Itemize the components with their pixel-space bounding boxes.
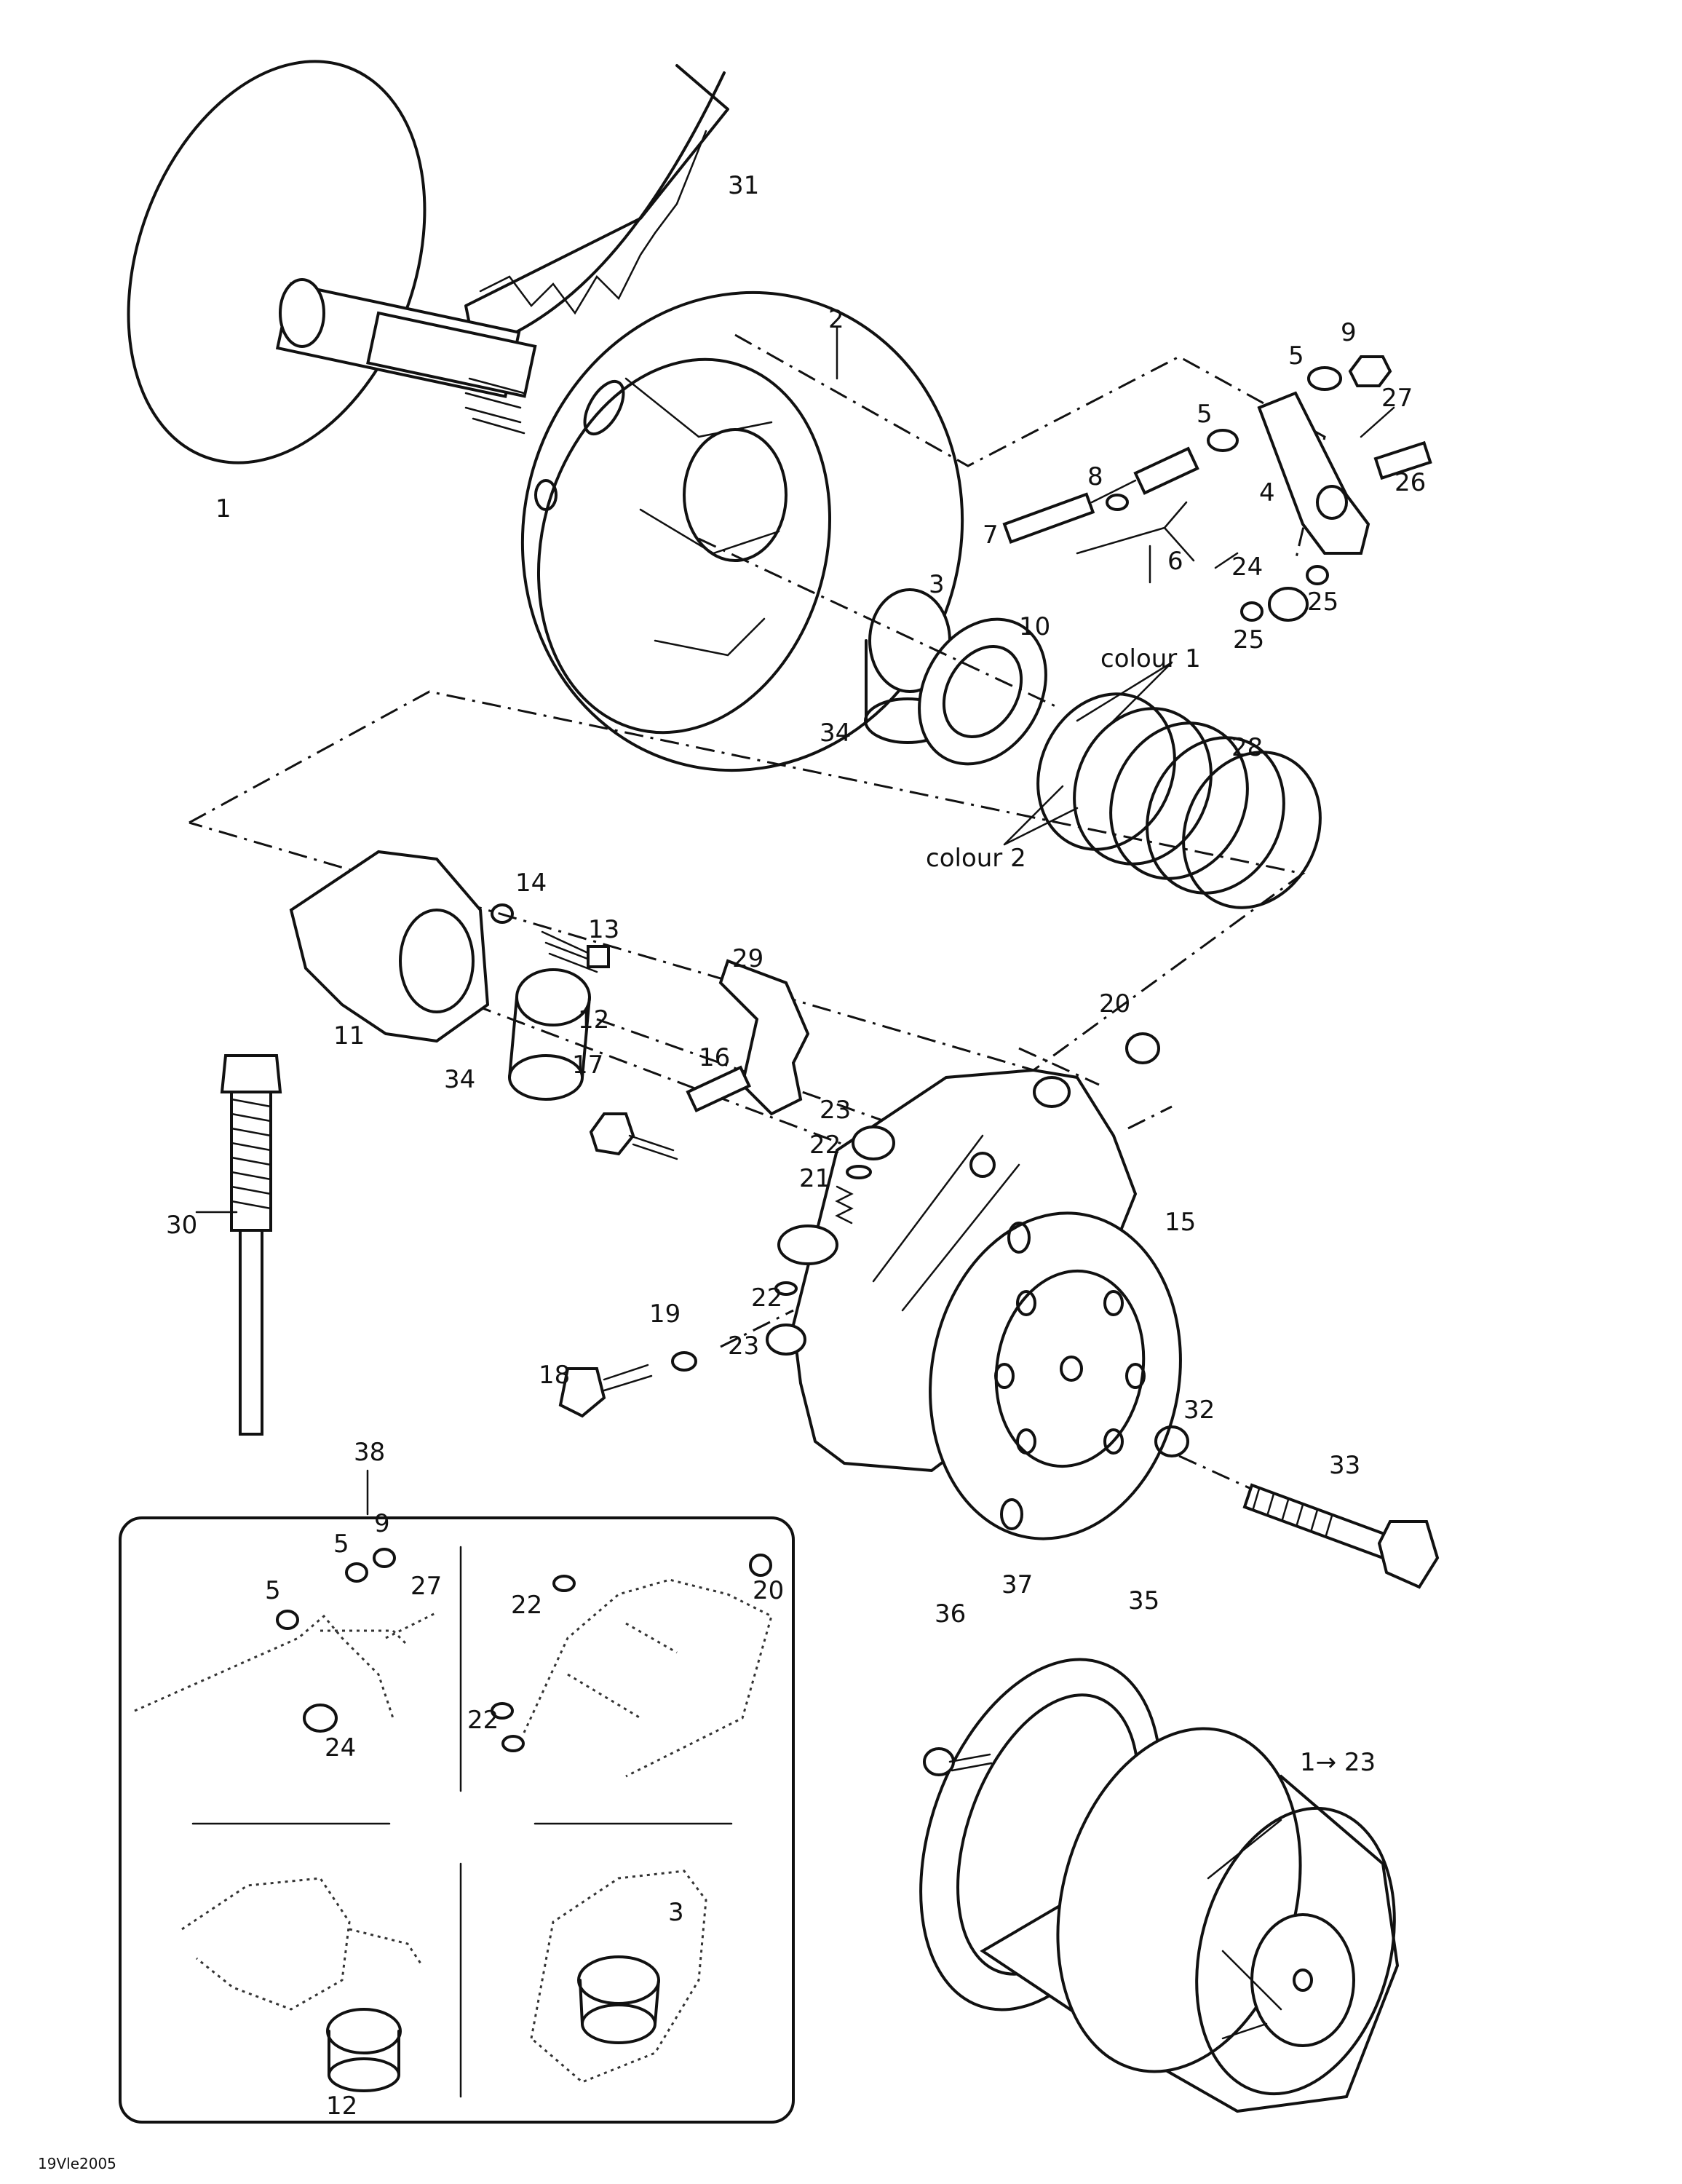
long-bolt bbox=[195, 1054, 282, 1436]
callout-1: 1 bbox=[215, 494, 231, 523]
callout-34-bottom: 34 bbox=[444, 1065, 476, 1094]
callout-5-top: 5 bbox=[1288, 341, 1304, 371]
inset-callout-3: 3 bbox=[668, 1898, 684, 1927]
callout-30: 30 bbox=[166, 1211, 198, 1240]
callout-22-top: 22 bbox=[809, 1131, 841, 1160]
callout-24: 24 bbox=[1231, 553, 1264, 582]
lever-arm-assembly bbox=[1002, 355, 1432, 622]
callout-38: 38 bbox=[354, 1438, 386, 1467]
callout-34-top: 34 bbox=[820, 719, 852, 748]
inset-callout-22-top: 22 bbox=[511, 1591, 543, 1620]
spider-cam bbox=[791, 1068, 1182, 1540]
callout-colour-1: colour 1 bbox=[1100, 644, 1201, 673]
callout-3: 3 bbox=[929, 570, 945, 599]
callout-16: 16 bbox=[699, 1043, 731, 1072]
callout-12: 12 bbox=[578, 1005, 610, 1034]
drive-belt bbox=[464, 64, 729, 344]
ramp-and-bushing bbox=[289, 850, 610, 1101]
spring bbox=[1003, 661, 1322, 909]
callout-7: 7 bbox=[983, 521, 999, 550]
inset-callout-24: 24 bbox=[325, 1733, 357, 1762]
callout-18: 18 bbox=[539, 1361, 571, 1390]
callout-11: 11 bbox=[333, 1021, 365, 1051]
callout-20: 20 bbox=[1099, 989, 1131, 1018]
clutch-bolt bbox=[1154, 1425, 1440, 1589]
callout-23-bottom: 23 bbox=[728, 1332, 760, 1361]
callout-2: 2 bbox=[828, 305, 844, 334]
callout-29: 29 bbox=[732, 944, 764, 973]
callout-13: 13 bbox=[588, 915, 620, 944]
callout-4: 4 bbox=[1259, 478, 1275, 507]
callout-25-left: 25 bbox=[1233, 625, 1265, 654]
callout-6: 6 bbox=[1167, 547, 1183, 576]
callout-33: 33 bbox=[1329, 1451, 1361, 1480]
callout-10: 10 bbox=[1019, 612, 1051, 641]
callout-37: 37 bbox=[1001, 1570, 1034, 1599]
inset-callout-27: 27 bbox=[410, 1572, 443, 1601]
inset-callout-22-bottom: 22 bbox=[467, 1706, 499, 1735]
callout-19: 19 bbox=[649, 1299, 681, 1329]
callout-9: 9 bbox=[1341, 318, 1357, 347]
roller-and-spring bbox=[558, 1032, 1160, 1418]
callout-36: 36 bbox=[935, 1599, 967, 1629]
callout-25-right: 25 bbox=[1307, 587, 1339, 617]
callout-35: 35 bbox=[1128, 1586, 1160, 1615]
callout-27: 27 bbox=[1381, 384, 1413, 413]
inset-callout-9: 9 bbox=[374, 1509, 390, 1538]
callout-22-bottom: 22 bbox=[751, 1283, 783, 1313]
callout-colour-2: colour 2 bbox=[926, 844, 1026, 873]
callout-5-mid: 5 bbox=[1197, 400, 1213, 429]
callout-32: 32 bbox=[1183, 1396, 1215, 1425]
callout-26: 26 bbox=[1395, 468, 1427, 497]
inset-callout-5-right: 5 bbox=[333, 1530, 349, 1559]
callout-8: 8 bbox=[1087, 462, 1103, 491]
fixed-sheave-with-shaft bbox=[127, 60, 537, 464]
callout-21: 21 bbox=[799, 1164, 831, 1193]
drawing-code: 19Vle2005 bbox=[38, 2155, 116, 2172]
inset-callout-5-left: 5 bbox=[265, 1576, 281, 1605]
inset-callout-20: 20 bbox=[753, 1576, 785, 1605]
inset-box bbox=[119, 1469, 795, 2124]
callout-28: 28 bbox=[1231, 733, 1264, 762]
callout-17: 17 bbox=[572, 1051, 604, 1080]
callout-23-top: 23 bbox=[820, 1096, 852, 1125]
cover-and-assembled-clutch bbox=[919, 1658, 1400, 2113]
movable-sheave bbox=[520, 290, 964, 772]
cam-roller-parts bbox=[589, 959, 810, 1160]
callout-15: 15 bbox=[1165, 1208, 1197, 1237]
bushing-and-seal bbox=[864, 588, 1047, 766]
callout-31: 31 bbox=[728, 171, 760, 200]
callout-range-1-to-23: 1→ 23 bbox=[1300, 1748, 1376, 1777]
callout-14: 14 bbox=[515, 869, 547, 898]
inset-callout-12: 12 bbox=[326, 2092, 358, 2121]
